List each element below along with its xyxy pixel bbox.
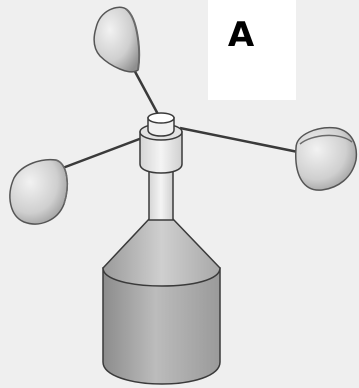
cup-top [93,6,141,73]
arm-left [51,133,151,174]
arm-top [130,65,162,119]
cup-left [9,158,69,225]
figure-label: A [227,15,255,55]
label-box: A [208,0,296,100]
cup-right [295,126,358,191]
arm-right [179,126,299,154]
base-cone [102,217,221,287]
hub [139,112,183,174]
base-cylinder [102,267,221,385]
